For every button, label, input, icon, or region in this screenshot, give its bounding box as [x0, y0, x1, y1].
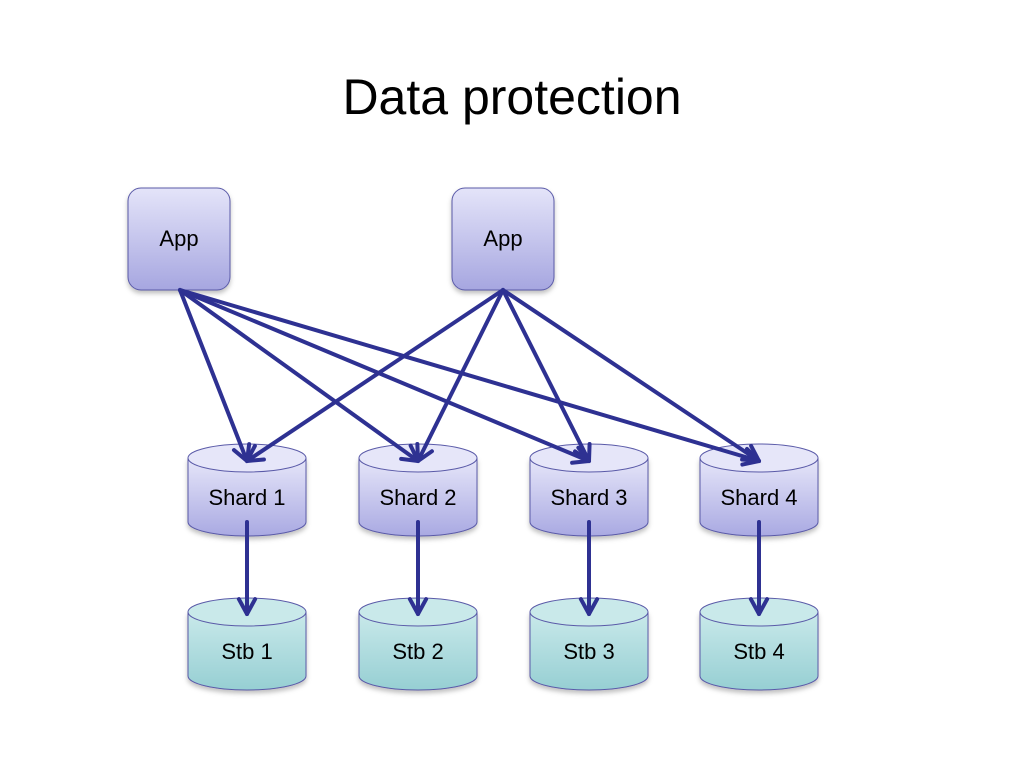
arrow-head-icon [407, 597, 429, 616]
shard-cylinder-body [529, 457, 649, 537]
standby-label: Stb 4 [733, 639, 784, 664]
app-label: App [159, 226, 198, 251]
shard-node-1: Shard 1 [187, 443, 307, 537]
arrow-head-icon [740, 443, 761, 463]
arrow-line [245, 288, 505, 463]
standby-cylinder-body [358, 611, 478, 691]
arrow-app2-to-shard3 [501, 288, 592, 463]
arrow-app1-to-shard4 [178, 288, 761, 467]
shard-node-3: Shard 3 [529, 443, 649, 537]
app-label: App [483, 226, 522, 251]
arrow-shard3-to-stb3 [578, 520, 600, 616]
shard-cylinder-body [358, 457, 478, 537]
arrow-head-icon [236, 597, 258, 616]
standby-node-2: Stb 2 [358, 597, 478, 691]
arrow-app2-to-shard2 [415, 288, 505, 463]
shard-label: Shard 2 [379, 485, 456, 510]
arrow-shard2-to-stb2 [407, 520, 429, 616]
arrow-line [501, 288, 591, 463]
slide-title: Data protection [342, 69, 682, 125]
shard-cylinder-body [187, 457, 307, 537]
arrow-shard1-to-stb1 [236, 520, 258, 616]
standby-label: Stb 3 [563, 639, 614, 664]
arrow-line [178, 288, 591, 463]
arrow-line [178, 288, 420, 463]
standby-cylinder-body [529, 611, 649, 691]
shard-label: Shard 4 [720, 485, 797, 510]
standby-cylinder-body [699, 611, 819, 691]
arrow-app2-to-shard1 [245, 288, 505, 463]
arrow-line [501, 288, 761, 463]
standby-label: Stb 1 [221, 639, 272, 664]
arrow-head-icon [245, 443, 266, 463]
arrow-app2-to-shard4 [501, 288, 761, 463]
shard-cylinder-body [699, 457, 819, 537]
arrow-line [178, 288, 249, 463]
arrow-line [416, 288, 505, 463]
standby-cylinder-body [187, 611, 307, 691]
arrow-head-icon [415, 442, 434, 463]
connection-arrows [178, 288, 770, 616]
arrow-head-icon [578, 597, 600, 616]
arrow-head-icon [573, 442, 592, 463]
app-node-1: App [127, 187, 231, 291]
shard-label: Shard 1 [208, 485, 285, 510]
arrow-shard4-to-stb4 [748, 520, 770, 616]
app-node-2: App [451, 187, 555, 291]
standby-label: Stb 2 [392, 639, 443, 664]
arrow-head-icon [748, 597, 770, 616]
shard-label: Shard 3 [550, 485, 627, 510]
arrow-line [178, 288, 761, 463]
